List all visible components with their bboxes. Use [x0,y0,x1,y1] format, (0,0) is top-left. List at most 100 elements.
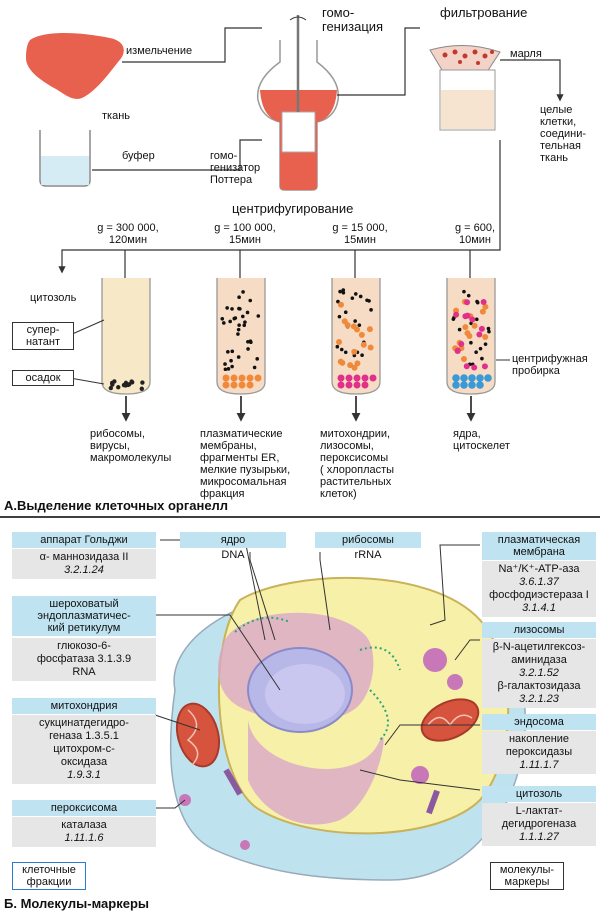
tube-particle [337,301,344,308]
marker-plasma-membrane-name: плазматическая мембрана [482,532,596,560]
buffer-beaker [39,130,91,187]
tube-particle [482,333,489,340]
marker-rough-er-name: шероховатый эндоплазматичес- кий ретикул… [12,596,156,636]
tube-particle [478,346,483,351]
fraction-4: ядра, цитоскелет [453,428,510,452]
tube-particle [351,348,358,355]
marker-molecules-legend: молекулы- маркеры [490,862,564,890]
tube-particle [220,316,225,321]
tube-particle [457,327,462,332]
tube-particle [480,356,484,361]
marker-golgi-code: 3.2.1.24 [64,564,104,576]
tube-particle [482,303,489,310]
tube-particle [476,381,484,389]
marker-lysosomes-name: лизосомы [482,622,596,638]
tube-particle [343,350,348,355]
cell-fractions-legend: клеточные фракции [12,862,86,890]
tube-particle [236,355,241,359]
cell-drawing [169,576,527,881]
marker-golgi-name: аппарат Гольджи [12,532,156,548]
tube-particle [468,374,476,382]
tube-particle [357,323,362,327]
marker-golgi-enzyme: α- маннозидаза II [39,551,129,563]
tube-particle [337,374,345,382]
gauze-particles [442,49,494,65]
whole-cells-arrow [500,59,564,102]
tube-particle [466,293,471,298]
tube-particle [255,357,260,361]
gauze-label: марля [510,48,542,60]
tube-particle [353,381,361,389]
condition-3-time: 15мин [343,234,377,246]
tube-particle [226,367,231,371]
whole-cells-label: целые клетки, соедини- тельная ткань [540,104,587,164]
tube-particle [222,381,230,389]
tube-particle [361,374,369,382]
condition-2: g = 100 000,15мин [205,222,285,246]
tube-particle [360,353,364,358]
marker-endosome-name: эндосома [482,714,596,730]
tube-particle [108,385,114,391]
tube-particle [462,324,469,331]
potter-label: гомо- генизатор Поттера [210,150,261,186]
tube-particle [140,380,145,385]
marker-rough-er-enzyme: глюкозо-6- фосфатаза 3.1.3.9 RNA [12,638,156,681]
buffer-label: буфер [122,150,155,162]
tube-particle [480,299,487,306]
tube-particle [483,342,488,346]
tube-1 [101,278,151,395]
tube-particle [129,380,135,385]
tube-particle [230,374,238,382]
cytosol-label: цитозоль [30,292,77,304]
tube-particle [341,291,346,295]
marker-mitochondrion-enzyme: сукцинатдегидро- геназа 1.3.5.1 цитохром… [39,717,129,768]
tube-particle [463,363,470,370]
tube-particle [246,347,250,351]
tissue-label: ткань [102,110,131,122]
tube-particle [110,382,115,387]
tube-particle [335,344,340,349]
tube-particle [476,374,484,382]
tube-particle [222,321,226,325]
tube-particle [230,381,238,389]
marker-mitochondrion-code: 1.9.3.1 [67,769,101,781]
tube-particle [353,319,357,323]
tube-particle [487,329,491,334]
tube-particle [139,386,145,391]
marker-plasma-membrane-code: 3.6.1.37 [519,576,559,588]
tube-particle [248,298,253,303]
tube-particles [108,288,492,391]
condition-1: g = 300 000,120мин [88,222,168,246]
pellet-label: осадок [12,370,74,386]
tube-particle [353,374,361,382]
chopping-label: измельчение [126,45,193,57]
tube-particle [464,299,471,306]
marker-peroxisome-code: 1.11.1.6 [64,832,104,844]
tube-particle [476,331,483,338]
fraction-1: рибосомы, вирусы, макромолекулы [90,428,172,464]
tube-particle [225,306,229,310]
tube-particle [350,296,355,300]
tube-particle [475,300,480,305]
tube-particle [460,374,468,382]
tube-particle [469,340,473,345]
condition-3-g: g = 15 000, [332,222,388,234]
tube-particle [353,292,358,296]
potter-homogenizer [256,15,340,191]
tube-particle [345,381,353,389]
marker-lysosomes-code: 3.2.1.52 [519,667,559,679]
condition-4: g = 600,10мин [435,222,515,246]
tube-particle [474,317,479,322]
marker-ribosomes-enzyme: rRNA [354,549,382,561]
tube-particle [336,339,343,346]
tube-particle [351,364,358,371]
supernatant-label: супер- натант [12,322,74,350]
fraction-2: плазматические мембраны, фрагменты ER, м… [200,428,291,500]
marker-pointers [154,539,481,809]
tube-particle [358,331,365,338]
